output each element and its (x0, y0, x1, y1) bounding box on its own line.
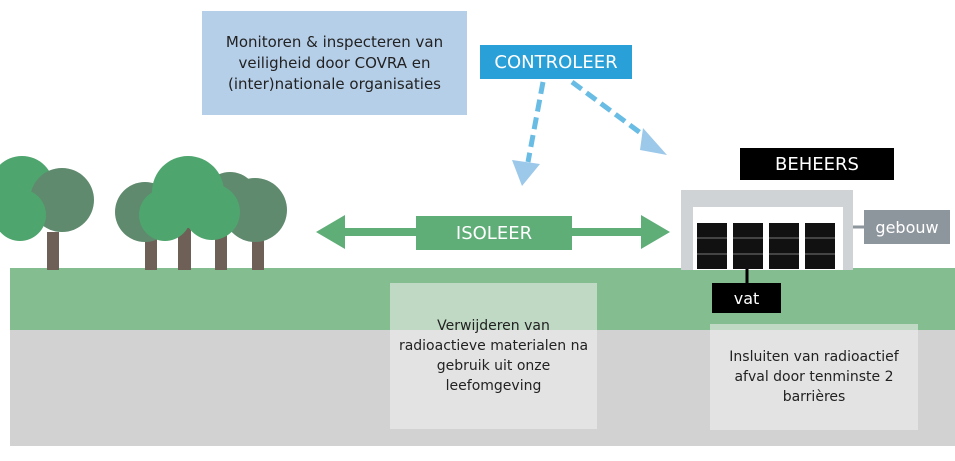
arrowhead-icon (640, 128, 667, 155)
isoleer-label: ISOLEER (416, 216, 572, 250)
monitoring-info-text: Monitoren & inspecteren van veiligheid d… (225, 32, 444, 93)
controleer-arrows (525, 79, 652, 163)
tree-icon (0, 156, 94, 270)
barrel-icon (697, 223, 727, 269)
gebouw-label: gebouw (864, 210, 950, 244)
containment-info-text: Insluiten van radioactief afval door ten… (729, 349, 899, 405)
removal-info-box: Verwijderen van radioactieve materialen … (390, 283, 597, 429)
barrel-icon (733, 223, 763, 269)
monitoring-info-box: Monitoren & inspecteren van veiligheid d… (202, 11, 467, 115)
arrowhead-icon (512, 160, 540, 186)
controleer-label: CONTROLEER (480, 45, 632, 79)
removal-info-text: Verwijderen van radioactieve materialen … (398, 318, 589, 394)
tree-icon (115, 156, 287, 270)
vat-label: vat (712, 283, 781, 313)
barrel-icon (769, 223, 799, 269)
barrel-icon (805, 223, 835, 269)
containment-info-box: Insluiten van radioactief afval door ten… (710, 324, 918, 430)
beheers-label: BEHEERS (740, 148, 894, 180)
